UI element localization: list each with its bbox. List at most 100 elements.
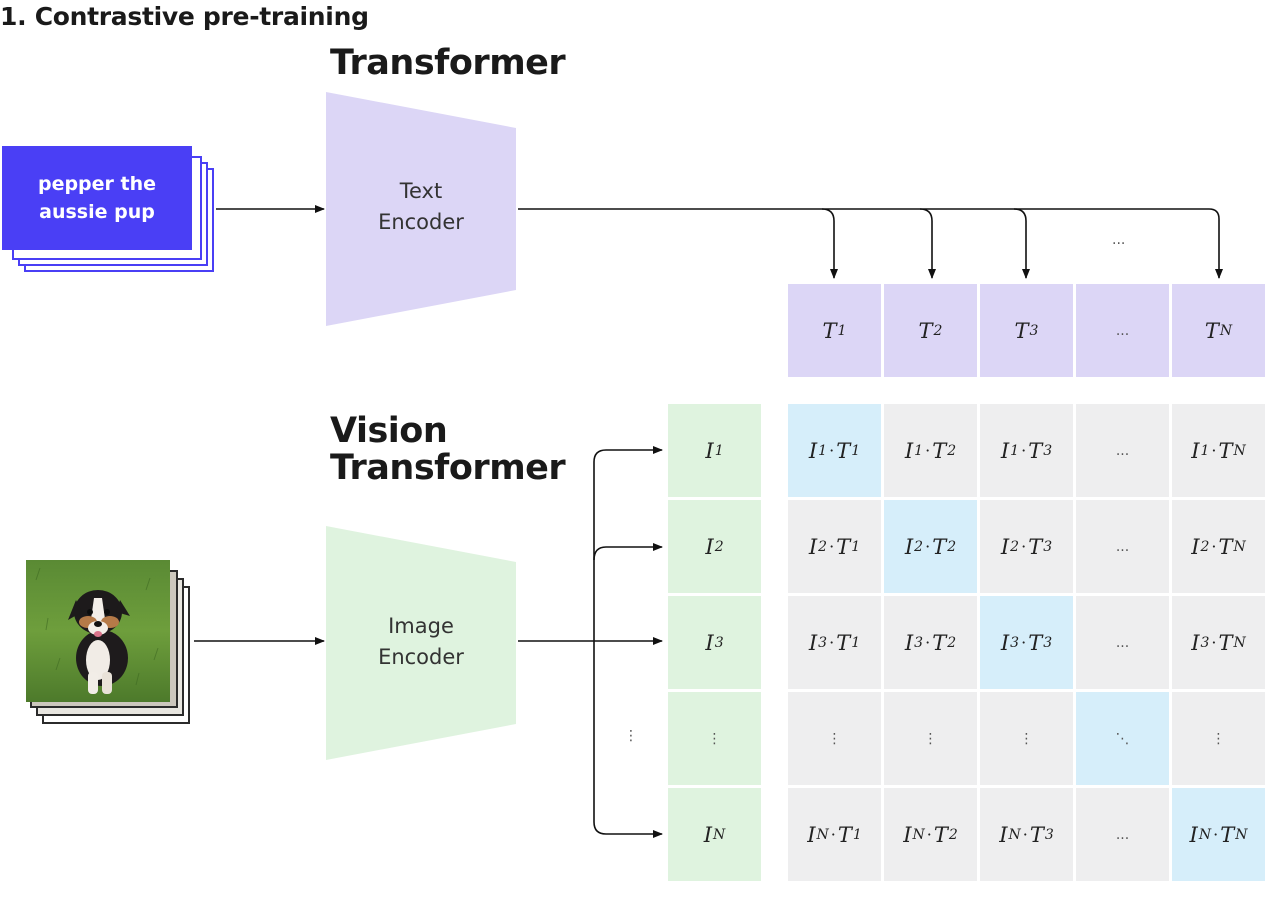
image-embedding-symbol: I [1189,822,1198,847]
image-embedding-symbol: I [808,438,818,463]
text-embedding-symbol: T [933,822,948,847]
text-model-label: Transformer [330,43,566,83]
text-embedding-subscript: 1 [851,442,861,459]
image-embedding-symbol: I [904,438,914,463]
image-embedding-subscript: N [1008,826,1021,843]
image-embedding-symbol: I [705,438,714,463]
text-embedding-subscript: 3 [1043,634,1053,651]
text-embedding-subscript: 3 [1043,538,1053,555]
image-encoder-label: Image Encoder [346,611,496,673]
text-input-card: pepper the aussie pup [2,146,192,250]
text-embedding-symbol: T [1218,534,1233,559]
image-embedding-subscript: N [912,826,925,843]
dot-product-operator: · [829,441,835,460]
matrix-cell-diagonal: ⋱ [1076,692,1169,785]
dot-product-operator: · [925,633,931,652]
image-embedding-subscript: 1 [914,442,924,459]
text-input-line2: aussie pup [39,201,155,223]
text-embedding-subscript: 2 [947,538,957,555]
image-embedding-symbol: I [808,630,818,655]
image-embedding-symbol: I [1000,630,1010,655]
image-embedding-symbol: I [1000,534,1010,559]
dot-product-operator: · [926,825,932,844]
image-embedding-subscript: 2 [818,538,828,555]
dot-product-operator: · [829,633,835,652]
image-embedding-symbol: I [1000,438,1010,463]
text-embedding-subscript: 1 [837,322,847,339]
image-embedding-subscript: 2 [914,538,924,555]
text-embedding-subscript: 1 [851,634,861,651]
dot-product-operator: · [925,441,931,460]
text-embedding-symbol: T [822,318,837,343]
dot-product-operator: · [1021,633,1027,652]
image-embedding-symbol: I [703,822,713,847]
text-embedding-symbol: T [1028,438,1043,463]
image-encoder-label-line2: Encoder [378,645,464,669]
text-arrow-ellipsis: ... [1112,232,1126,248]
ellipsis-text: ... [1115,538,1130,555]
image-embedding-ellipsis: ⋮ [668,692,761,785]
image-embedding-symbol: I [808,534,818,559]
matrix-cell: ⋮ [884,692,977,785]
text-encoder-shape [326,92,516,326]
text-embedding-symbol: T [837,822,852,847]
ellipsis-text: ... [1115,442,1130,459]
dot-product-operator: · [1021,537,1027,556]
matrix-cell: ⋮ [1172,692,1265,785]
text-embedding-symbol: T [836,630,851,655]
image-embedding-subscript: 3 [714,634,724,651]
text-encoder-label-line1: Text [399,179,443,203]
text-embedding-symbol: T [1204,318,1219,343]
image-embedding-symbol: I [904,534,914,559]
text-embedding-symbol: T [1220,822,1235,847]
image-embedding-subscript: 1 [1200,442,1210,459]
image-encoder-label-line1: Image [388,614,454,638]
text-embedding-ellipsis: ... [1076,284,1169,377]
matrix-cell: ... [1076,596,1169,689]
text-embedding-subscript: 3 [1029,322,1039,339]
dot-product-operator: · [1211,633,1217,652]
ellipsis-text: ⋮ [707,730,722,747]
matrix-cell: ... [1076,404,1169,497]
text-embedding-symbol: T [1218,630,1233,655]
dot-product-operator: · [1021,441,1027,460]
image-embedding-symbol: I [1191,438,1200,463]
image-embedding-subscript: 2 [1010,538,1020,555]
text-embedding-symbol: T [1028,534,1043,559]
text-embedding-subscript: 1 [852,826,862,843]
ellipsis-text: ... [1115,634,1130,651]
image-arrow-ellipsis: ⋮ [624,728,638,744]
text-embedding-subscript: 2 [947,442,957,459]
text-embedding-subscript: 3 [1044,826,1054,843]
text-embedding-subscript: 2 [933,322,943,339]
dot-product-operator: · [1022,825,1028,844]
text-embedding-subscript: 3 [1043,442,1053,459]
image-embedding-subscript: N [1198,826,1212,843]
text-embedding-subscript: 1 [851,538,861,555]
image-embedding-subscript: 2 [714,538,724,555]
image-embedding-symbol: I [807,822,816,847]
section-heading: 1. Contrastive pre-training [0,2,369,31]
text-embedding-symbol: T [932,534,947,559]
matrix-cell: ... [1076,788,1169,881]
text-embedding-subscript: N [1235,826,1248,843]
image-embedding-symbol: I [904,630,914,655]
dot-product-operator: · [925,537,931,556]
image-embedding-symbol: I [705,630,714,655]
text-embedding-symbol: T [1028,630,1043,655]
